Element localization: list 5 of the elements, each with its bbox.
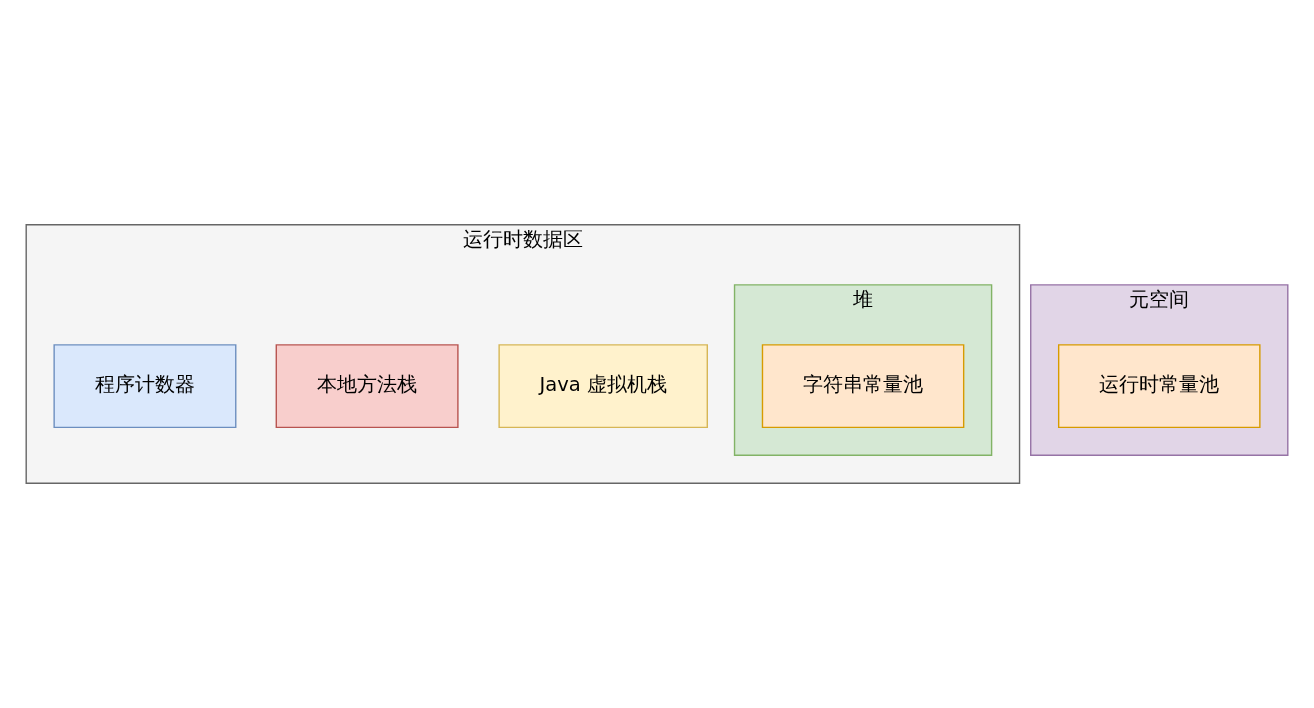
node-box: 本地方法栈 <box>275 344 459 429</box>
node-box: 运行时常量池 <box>1057 344 1261 429</box>
node-box: 程序计数器 <box>53 344 237 429</box>
node-box: Java 虚拟机栈 <box>498 344 708 429</box>
node-box: 字符串常量池 <box>761 344 965 429</box>
